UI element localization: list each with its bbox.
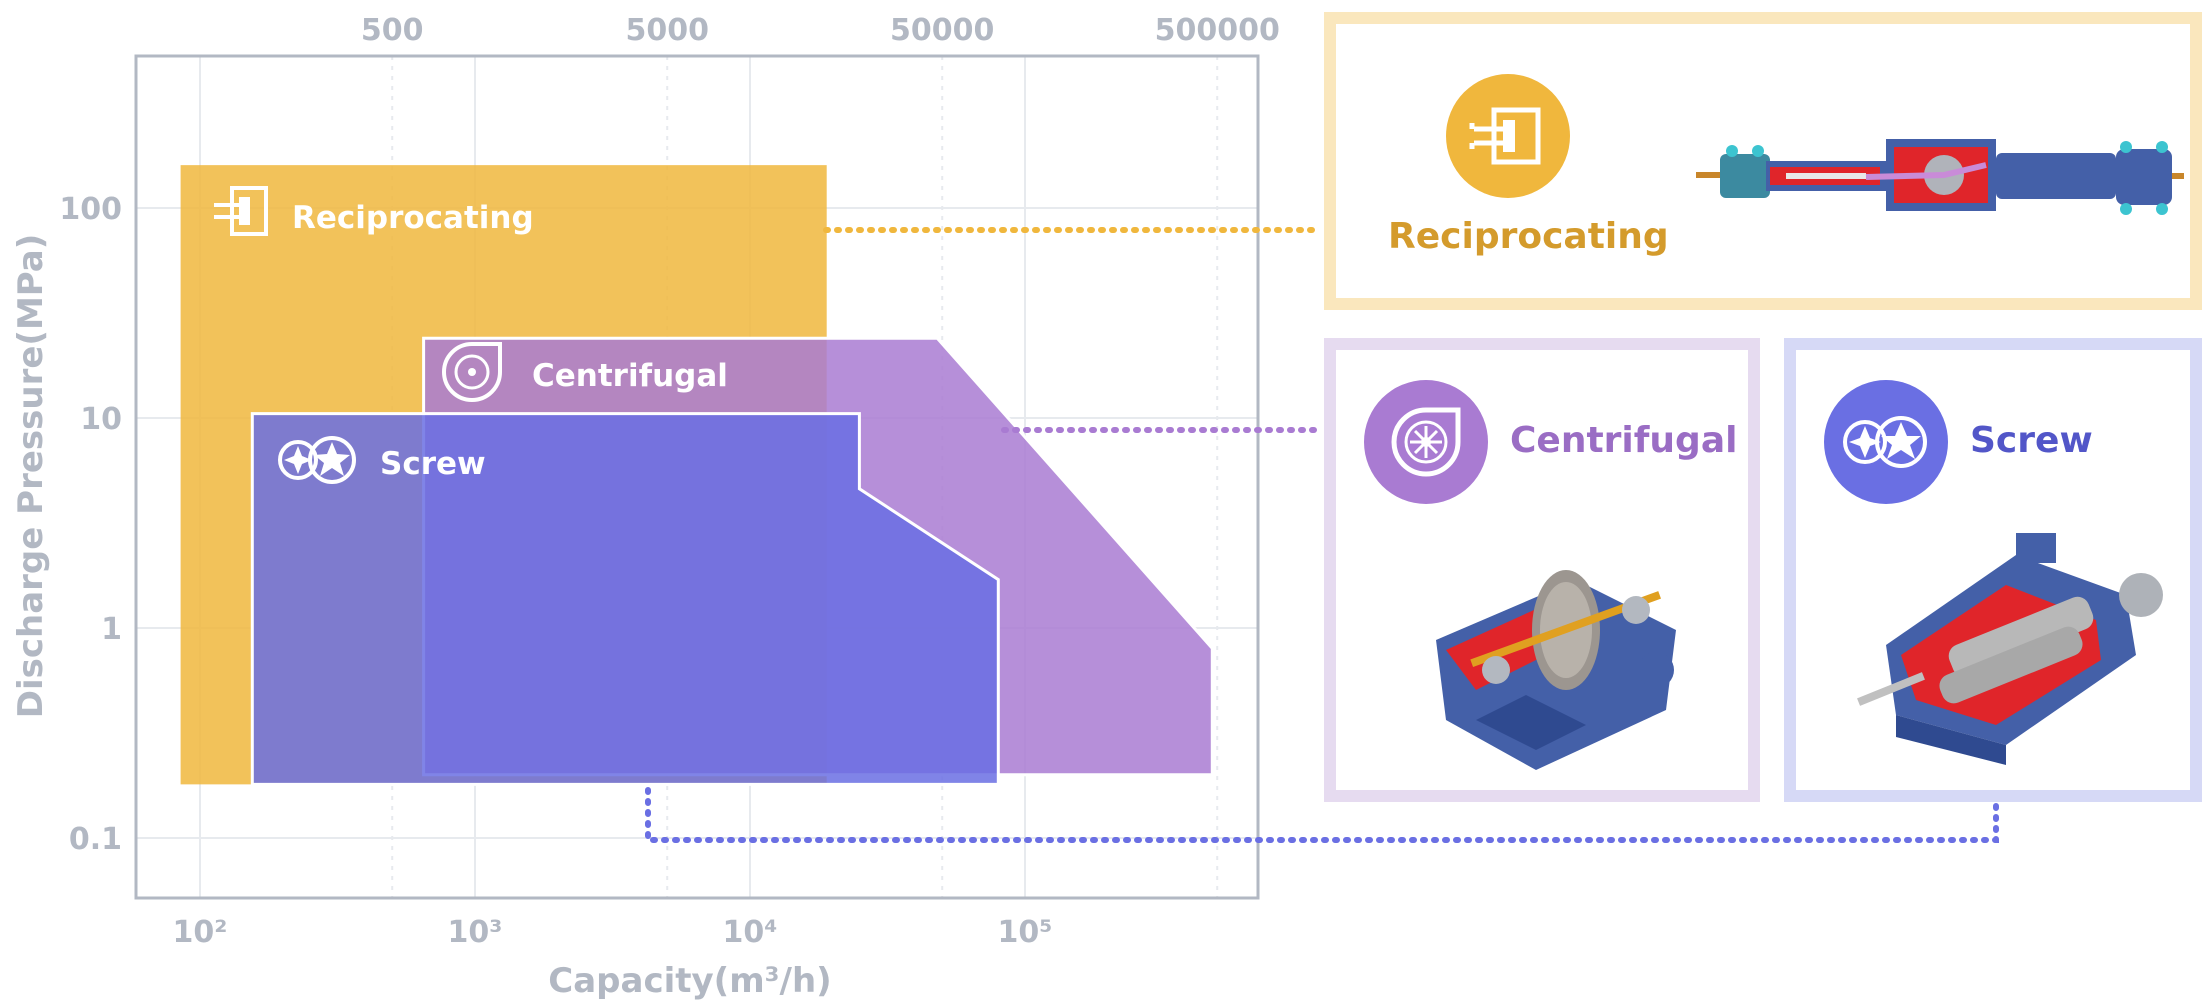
twin-screw-rotor-icon xyxy=(1843,416,1927,468)
reciprocating-compressor-image xyxy=(1696,139,2184,215)
plot-frame xyxy=(134,54,1260,900)
y-tick-label: 0.1 xyxy=(69,822,122,857)
icon-impeller xyxy=(454,354,490,390)
centrifugal-area-icon xyxy=(442,342,502,402)
x-top-tick-label: 500 xyxy=(361,13,424,48)
icon-volute xyxy=(442,342,502,402)
y-tick-label: 100 xyxy=(59,192,122,227)
icon-cylinder xyxy=(230,186,268,236)
x-tick-label: 10⁴ xyxy=(723,915,778,950)
centrifugal-impeller-icon xyxy=(1391,407,1461,477)
y-tick-label: 10 xyxy=(80,402,122,437)
x-top-tick-label: 500000 xyxy=(1155,13,1280,48)
x-top-tick-label: 5000 xyxy=(625,13,709,48)
icon-lobe xyxy=(284,446,312,474)
x-top-tick-label: 50000 xyxy=(890,13,994,48)
screw-area-icon xyxy=(278,436,356,484)
screw-connector xyxy=(645,787,1999,843)
screw-compressor-image xyxy=(1857,533,2163,765)
y-tick-label: 1 xyxy=(101,612,122,647)
reciprocating-card-title: Reciprocating xyxy=(1388,216,1669,257)
y-axis-label: Discharge Pressure(MPa) xyxy=(11,234,51,719)
icon-hub xyxy=(468,368,476,376)
x-axis-label: Capacity(m³/h) xyxy=(548,961,831,1001)
screw-icon-circle xyxy=(1824,380,1948,504)
reciprocating-icon-circle xyxy=(1446,74,1570,198)
icon-piston xyxy=(239,197,250,225)
x-tick-label: 10⁵ xyxy=(998,915,1053,950)
screw-area xyxy=(250,412,1000,786)
screw-card-title: Screw xyxy=(1970,420,2093,461)
centrifugal-card: Centrifugal xyxy=(1324,338,1760,802)
series-areas xyxy=(180,165,1214,786)
centrifugal-card-title: Centrifugal xyxy=(1510,420,1738,461)
screw-card: Screw xyxy=(1784,338,2202,802)
icon-lobe xyxy=(314,442,350,476)
reciprocating-card: Reciprocating xyxy=(1324,12,2202,310)
reciprocating-area-icon xyxy=(214,186,268,236)
reciprocating-area-label: Reciprocating xyxy=(292,200,534,236)
screw-area-label: Screw xyxy=(380,446,486,482)
centrifugal-icon-circle xyxy=(1364,380,1488,504)
x-tick-label: 10² xyxy=(173,915,228,950)
centrifugal-compressor-image xyxy=(1436,570,1676,770)
x-tick-label: 10³ xyxy=(448,915,503,950)
centrifugal-area-label: Centrifugal xyxy=(532,358,728,394)
reciprocating-cylinder-icon xyxy=(1469,107,1541,165)
icon-rotor xyxy=(278,440,318,480)
